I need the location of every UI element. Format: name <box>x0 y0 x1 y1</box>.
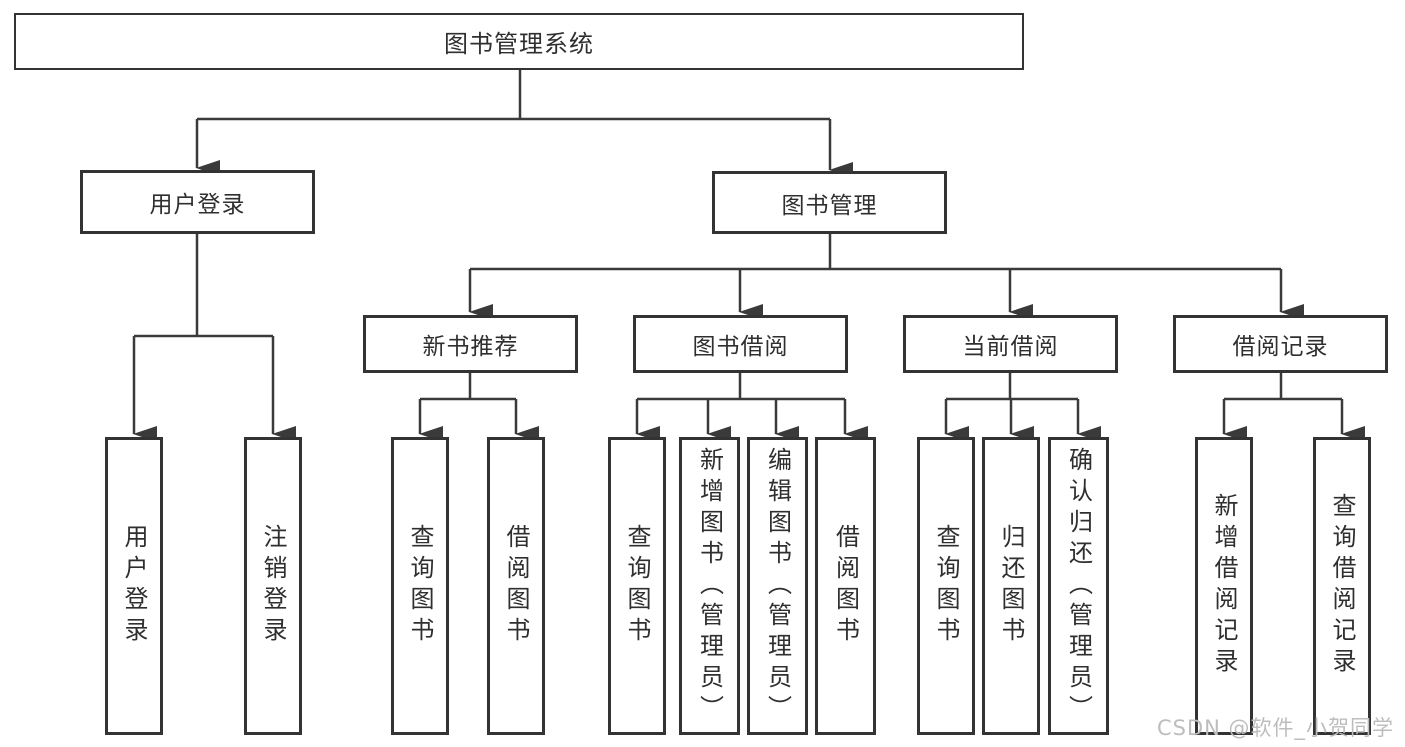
leaf-borrow-books-recommend: 借阅图书 <box>487 437 545 735</box>
leaf-query-books-current: 查询图书 <box>917 437 975 735</box>
leaf-add-books-admin: 新增图书（管理员） <box>679 437 740 735</box>
node-new-book-recommend-label: 新书推荐 <box>422 334 519 360</box>
leaf-query-books-recommend: 查询图书 <box>391 437 449 735</box>
connector-newbook-rail <box>420 373 516 401</box>
node-user-login-label: 用户登录 <box>149 192 246 218</box>
node-borrow-records: 借阅记录 <box>1173 315 1388 373</box>
leaf-query-borrow-record: 查询借阅记录 <box>1313 437 1371 735</box>
leaf-logout: 注销登录 <box>244 437 302 735</box>
leaf-add-books-admin-label: 新增图书（管理员） <box>695 446 724 726</box>
connector-current-rail <box>946 373 1078 401</box>
leaf-edit-books-admin-label: 编辑图书（管理员） <box>763 446 792 726</box>
leaf-add-borrow-record: 新增借阅记录 <box>1195 437 1253 735</box>
leaf-query-borrow-record-label: 查询借阅记录 <box>1328 493 1356 679</box>
connector-userlogin-rail <box>134 234 273 338</box>
leaf-query-books-borrow-label: 查询图书 <box>623 524 651 648</box>
node-book-management-label: 图书管理 <box>781 192 878 219</box>
node-root-label: 图书管理系统 <box>444 30 594 58</box>
leaf-edit-books-admin: 编辑图书（管理员） <box>747 437 808 735</box>
node-root-system: 图书管理系统 <box>14 13 1024 70</box>
leaf-borrow-books-recommend-label: 借阅图书 <box>502 524 530 648</box>
leaf-confirm-return-admin: 确认归还（管理员） <box>1048 437 1109 735</box>
node-book-borrow-label: 图书借阅 <box>692 334 789 360</box>
leaf-query-books-current-label: 查询图书 <box>932 524 960 648</box>
node-book-borrow: 图书借阅 <box>633 315 848 373</box>
node-borrow-records-label: 借阅记录 <box>1232 334 1329 360</box>
node-current-borrow-label: 当前借阅 <box>962 334 1059 360</box>
connector-borrow-rail <box>637 373 845 401</box>
connector-bookmgmt-rail <box>470 234 1281 271</box>
node-user-login-branch: 用户登录 <box>80 170 315 234</box>
leaf-user-login-label: 用户登录 <box>120 524 148 648</box>
connector-root-rail <box>197 70 830 121</box>
leaf-user-login: 用户登录 <box>105 437 163 735</box>
node-book-management: 图书管理 <box>712 171 947 234</box>
watermark-text: CSDN @软件_小贺同学 <box>1157 716 1395 740</box>
leaf-add-borrow-record-label: 新增借阅记录 <box>1210 493 1238 679</box>
node-new-book-recommend: 新书推荐 <box>363 315 578 373</box>
leaf-return-books: 归还图书 <box>982 437 1040 735</box>
leaf-borrow-books: 借阅图书 <box>815 437 876 735</box>
leaf-borrow-books-label: 借阅图书 <box>831 524 860 648</box>
leaf-query-books-recommend-label: 查询图书 <box>406 524 434 648</box>
leaf-logout-label: 注销登录 <box>259 524 287 648</box>
leaf-confirm-return-admin-label: 确认归还（管理员） <box>1064 446 1093 726</box>
connector-records-rail <box>1224 373 1342 401</box>
node-current-borrow: 当前借阅 <box>903 315 1118 373</box>
leaf-query-books-borrow: 查询图书 <box>608 437 666 735</box>
leaf-return-books-label: 归还图书 <box>997 524 1025 648</box>
